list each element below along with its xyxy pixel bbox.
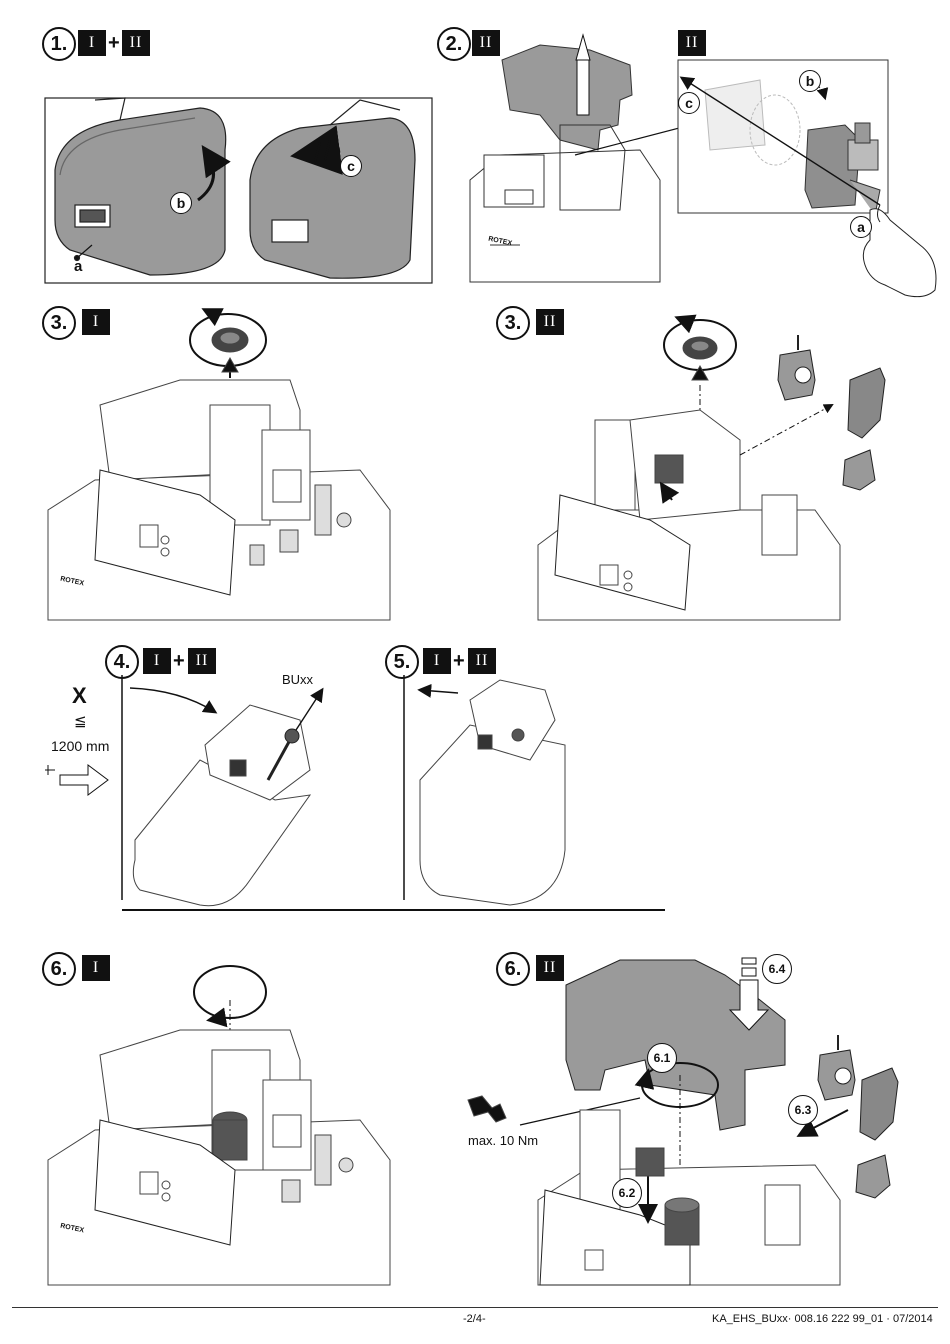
- step-3-i-badge: I: [82, 309, 110, 335]
- step-2-callout-c: c: [678, 92, 700, 114]
- step-3-ii-badge: II: [536, 309, 564, 335]
- step-1-cover-removal: [44, 97, 433, 284]
- step-6-3-label: 6.3: [788, 1095, 818, 1125]
- step-5-number: 5.: [385, 645, 419, 679]
- step-3-i-illustration: [47, 308, 391, 621]
- step-1-badge-i: I: [78, 30, 106, 56]
- step-1-number: 1.: [42, 27, 76, 61]
- step-6-1-label: 6.1: [647, 1043, 677, 1073]
- step-5-plus: +: [453, 650, 465, 672]
- step-3-ii-illustration: [537, 314, 886, 621]
- step-1-callout-c: c: [340, 155, 362, 177]
- step-2-detail-badge: II: [678, 30, 706, 56]
- step-4-badge-i: I: [143, 648, 171, 674]
- step-5-badge-ii: II: [468, 648, 496, 674]
- step-6-ii-number: 6.: [496, 952, 530, 986]
- step-6-2-label: 6.2: [612, 1178, 642, 1208]
- step-3-ii-number: 3.: [496, 306, 530, 340]
- step-2-badge-ii: II: [472, 30, 500, 56]
- step-6-ii-illustration: [467, 957, 899, 1286]
- document-reference: KA_EHS_BUxx· 008.16 222 99_01 · 07/2014: [712, 1313, 933, 1325]
- step-2-callout-b: b: [799, 70, 821, 92]
- step-1-callout-b: b: [170, 192, 192, 214]
- step-3-i-number: 3.: [42, 306, 76, 340]
- page-number: -2/4-: [463, 1313, 486, 1325]
- clearance-x-label: X: [72, 683, 87, 708]
- step-2-number: 2.: [437, 27, 471, 61]
- clearance-value: 1200 mm: [51, 738, 110, 754]
- step-2-detail-panel: [677, 59, 937, 298]
- step-1-badge-ii: II: [122, 30, 150, 56]
- step-2-callout-a: a: [850, 216, 872, 238]
- step-4-5-illustration: [45, 675, 665, 911]
- step-6-i-number: 6.: [42, 952, 76, 986]
- step-6-ii-badge: II: [536, 955, 564, 981]
- footer-divider: [12, 1307, 938, 1308]
- step-1-label-a: a: [74, 258, 83, 275]
- step-4-number: 4.: [105, 645, 139, 679]
- step-1-plus: +: [108, 32, 120, 54]
- step-6-4-label: 6.4: [762, 954, 792, 984]
- step-4-part-label: BUxx: [282, 672, 314, 687]
- step-6-i-illustration: [47, 965, 391, 1286]
- step-5-badge-i: I: [423, 648, 451, 674]
- step-6-i-badge: I: [82, 955, 110, 981]
- step-4-plus: +: [173, 650, 185, 672]
- step-4-badge-ii: II: [188, 648, 216, 674]
- step-2-unit-with-hood: [469, 33, 713, 283]
- torque-label: max. 10 Nm: [468, 1133, 539, 1148]
- clearance-relation: ≦: [74, 713, 87, 730]
